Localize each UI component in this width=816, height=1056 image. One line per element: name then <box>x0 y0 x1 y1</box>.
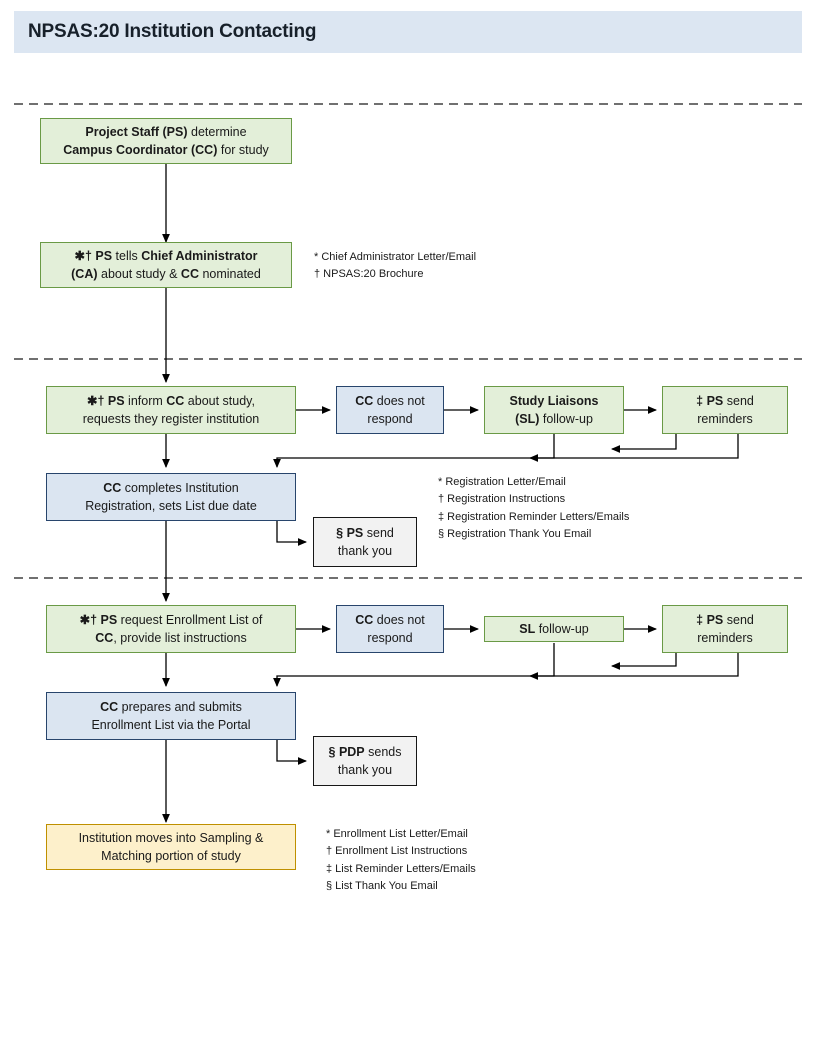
node-line: respond <box>367 412 413 426</box>
page-title: NPSAS:20 Institution Contacting <box>28 21 317 42</box>
node-line: CC completes Institution <box>103 480 239 495</box>
loop-sl1-to-registration <box>273 434 555 468</box>
node-line: requests they register institution <box>82 412 260 426</box>
note-item: ‡ List Reminder Letters/Emails <box>326 862 476 875</box>
node-line: CC does not <box>355 612 425 627</box>
node-line: (CA) about study & CC nominated <box>71 267 261 281</box>
node-ps-tells-ca[interactable]: ✱† PS tells Chief Administrator (CA) abou… <box>40 242 292 288</box>
node-line: Enrollment List via the Portal <box>91 718 251 732</box>
node-sl-followup[interactable]: SL follow-up <box>484 616 624 642</box>
note-item: * Chief Administrator Letter/Email <box>314 251 477 263</box>
node-ps-request-list[interactable]: ✱† PS request Enrollment List of CC, prov… <box>46 605 296 653</box>
note-item: ‡ Registration Reminder Letters/Emails <box>438 510 630 523</box>
node-line: Study Liaisons <box>509 393 599 408</box>
node-cc-no-respond-2[interactable]: CC does not respond <box>336 605 444 653</box>
note-item: * Registration Letter/Email <box>438 476 566 488</box>
loop-reminders2-to-sl2 <box>611 653 677 670</box>
loop-reminders2-long <box>529 653 739 680</box>
loop-reminders1-long <box>529 434 739 462</box>
node-line: reminders <box>697 412 753 426</box>
note-item: § Registration Thank You Email <box>438 528 592 541</box>
notes-section-3: * Enrollment List Letter/Email † Enrollm… <box>326 826 476 896</box>
node-line: SL follow-up <box>519 621 589 636</box>
notes-section-1: * Chief Administrator Letter/Email † NPS… <box>314 249 476 284</box>
node-pdp-send-thank-you[interactable]: § PDP sends thank you <box>313 736 417 786</box>
node-line: (SL) follow-up <box>515 412 593 426</box>
node-line: § PS send <box>336 525 394 540</box>
node-ps-send-thank-you[interactable]: § PS send thank you <box>313 517 417 567</box>
node-institution-sampling[interactable]: Institution moves into Sampling & Matchin… <box>46 824 296 870</box>
node-line: thank you <box>337 763 393 777</box>
node-line: ✱† PS inform CC about study, <box>86 393 255 408</box>
note-item: † NPSAS:20 Brochure <box>314 268 424 281</box>
node-line: Matching portion of study <box>101 849 241 863</box>
node-line: Institution moves into Sampling & <box>78 830 264 845</box>
loop-reminders1-to-sl1 <box>611 434 677 453</box>
node-line: ✱† PS request Enrollment List of <box>79 612 263 627</box>
node-line: CC, provide list instructions <box>95 631 247 645</box>
loop-sl2-to-submits <box>273 643 555 687</box>
node-line: Registration, sets List due date <box>85 499 257 513</box>
node-line: respond <box>367 631 413 645</box>
node-line: Campus Coordinator (CC) for study <box>63 143 269 157</box>
node-line: ‡ PS send <box>696 612 754 627</box>
node-line: Project Staff (PS) determine <box>85 124 247 139</box>
node-cc-no-respond-1[interactable]: CC does not respond <box>336 386 444 434</box>
arrow-registration-to-thankyou1 <box>276 521 307 546</box>
note-item: † Enrollment List Instructions <box>326 845 468 858</box>
arrow-submits-to-thankyou2 <box>276 740 307 765</box>
node-line: ‡ PS send <box>696 393 754 408</box>
page-title-bar: NPSAS:20 Institution Contacting <box>14 11 802 53</box>
node-line: CC does not <box>355 393 425 408</box>
node-line: ✱† PS tells Chief Administrator <box>74 248 258 263</box>
node-line: CC prepares and submits <box>100 699 242 714</box>
note-item: † Registration Instructions <box>438 493 566 506</box>
note-item: * Enrollment List Letter/Email <box>326 828 468 840</box>
note-item: § List Thank You Email <box>326 880 438 893</box>
node-study-liaisons-followup[interactable]: Study Liaisons (SL) follow-up <box>484 386 624 434</box>
node-line: reminders <box>697 631 753 645</box>
notes-section-2: * Registration Letter/Email † Registrati… <box>438 474 629 544</box>
node-line: thank you <box>337 544 393 558</box>
node-line: § PDP sends <box>328 744 402 759</box>
node-ps-send-reminders-1[interactable]: ‡ PS send reminders <box>662 386 788 434</box>
node-ps-send-reminders-2[interactable]: ‡ PS send reminders <box>662 605 788 653</box>
node-ps-inform-register[interactable]: ✱† PS inform CC about study, requests the… <box>46 386 296 434</box>
